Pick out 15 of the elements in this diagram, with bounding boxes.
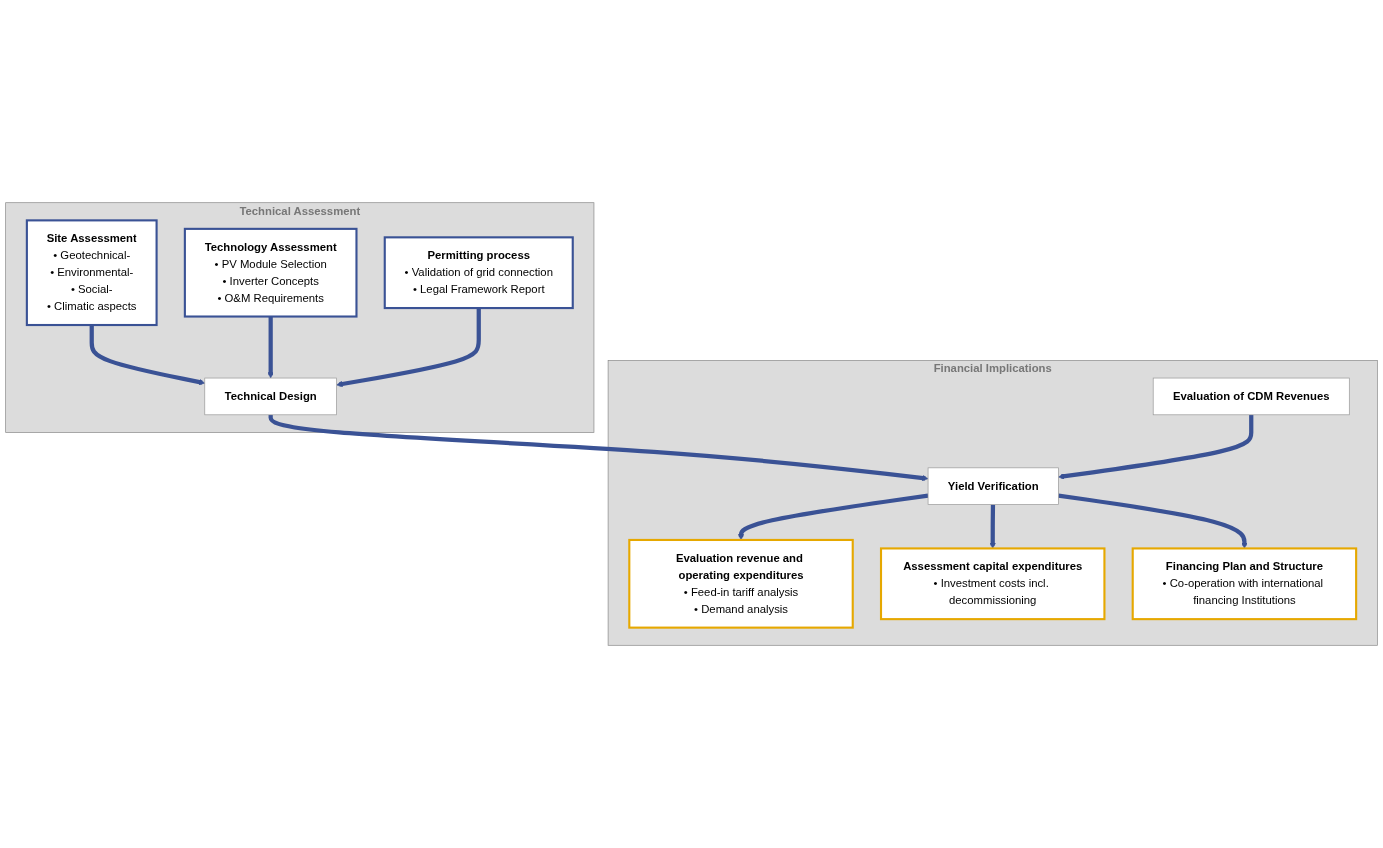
arrow bbox=[1058, 493, 1248, 549]
node-box: Site Assessment • Geotechnical- • Environmental- • Social- • Climatic aspects bbox=[25, 219, 158, 327]
node-box: Assessment capital expenditures • Investment costs incl. decommissioning bbox=[879, 547, 1106, 621]
node-box: Yield Verification bbox=[927, 467, 1059, 505]
node-box: Technical Design bbox=[204, 377, 337, 416]
node-box: Evaluation revenue and operating expenditures • Feed-in tariff analysis • Demand analysis bbox=[628, 538, 854, 629]
arrow bbox=[267, 316, 274, 379]
node-box: Technology Assessment • PV Module Selection • Inverter Concepts • O&M Requirements bbox=[183, 227, 358, 318]
node-box: Evaluation of CDM Revenues bbox=[1152, 377, 1350, 416]
arrow bbox=[336, 308, 481, 388]
arrow bbox=[989, 504, 996, 549]
arrow bbox=[89, 325, 206, 386]
node-box: Financing Plan and Structure • Co-operation with international financing Institutions bbox=[1131, 547, 1358, 621]
node-box: Permitting process • Validation of grid connection • Legal Framework Report bbox=[383, 236, 574, 310]
arrow bbox=[1058, 414, 1254, 480]
